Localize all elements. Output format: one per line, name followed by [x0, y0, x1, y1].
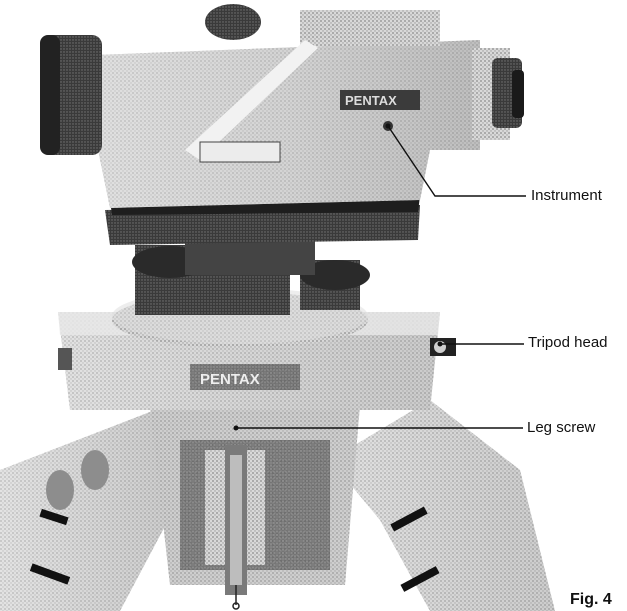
callout-leader-lines [236, 125, 526, 429]
instrument-body: PENTAX [95, 4, 480, 208]
objective-lens [40, 35, 102, 155]
leg-screw-column [150, 405, 360, 610]
instrument-label: Instrument [531, 187, 602, 204]
tripod-head-label: Tripod head [528, 334, 608, 351]
eyepiece [472, 48, 524, 140]
leg-screw-label: Leg screw [527, 419, 596, 436]
instrument-leader-line [387, 125, 526, 197]
brand-plate-text: PENTAX [345, 93, 397, 108]
foot-screws [132, 235, 370, 315]
figure-caption: Fig. 4 [570, 591, 612, 608]
tripod-legs [0, 400, 555, 611]
svg-text:PENTAX: PENTAX [200, 371, 260, 388]
